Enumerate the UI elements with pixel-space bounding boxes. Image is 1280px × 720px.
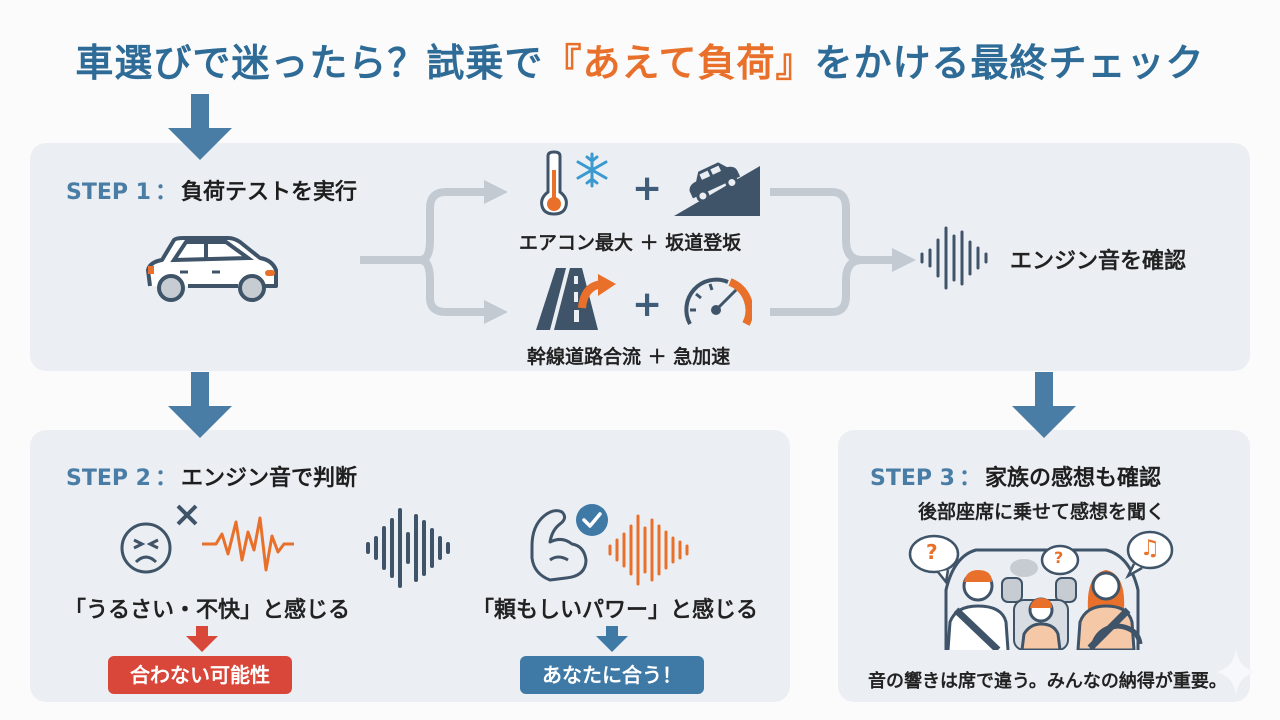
good-feeling-label: 「頼もしいパワー」と感じる <box>472 598 759 623</box>
branch-connector <box>360 180 508 324</box>
suitable-badge: あなたに合う！ <box>520 656 704 694</box>
step3-subtitle: 後部座席に乗せて感想を聞く <box>918 501 1166 523</box>
arrow-down-icon <box>1012 372 1076 438</box>
speedometer-icon <box>684 277 752 326</box>
music-note-icon: ♫ <box>1140 536 1160 561</box>
sound-wave-icon <box>920 226 988 290</box>
question-bubble-icon: ? <box>926 540 938 564</box>
powerful-sound-wave-icon <box>608 514 689 586</box>
plus-sign: + <box>632 168 663 209</box>
step3-footer: 音の響きは席で違う。みんなの納得が重要。 <box>868 671 1227 692</box>
step3-title-text: 家族の感想も確認 <box>985 466 1162 491</box>
arrow-down-icon <box>596 626 628 652</box>
step2-title-text: エンジン音で判断 <box>181 466 358 491</box>
title-suffix: をかける最終チェック <box>814 41 1205 85</box>
page-title: 車選びで迷ったら？試乗で『あえて負荷』をかける最終チェック <box>0 32 1280 87</box>
step2-title: STEP 2：エンジン音で判断 <box>66 466 358 491</box>
arrow-down-icon <box>186 626 218 652</box>
car-icon <box>146 236 278 302</box>
uphill-car-icon <box>674 162 760 216</box>
highway-merge-icon <box>536 268 616 330</box>
step3-number: STEP 3 <box>870 466 955 491</box>
arrow-down-icon <box>168 372 232 438</box>
check-engine-sound-label: エンジン音を確認 <box>1010 249 1187 274</box>
arrow-down-icon <box>168 94 232 160</box>
harsh-noise-wave-icon <box>202 516 294 572</box>
snowflake-icon <box>576 152 608 188</box>
title-prefix: 車選びで迷ったら？試乗で <box>75 41 544 85</box>
condition1-label: エアコン最大 ＋ 坂道登坂 <box>519 232 742 254</box>
not-suitable-badge: 合わない可能性 <box>108 656 292 694</box>
step1-title: STEP 1：負荷テストを実行 <box>66 180 358 205</box>
family-in-car-illustration <box>908 530 1174 650</box>
step1-title-text: 負荷テストを実行 <box>181 180 358 205</box>
question-bubble-icon: ? <box>1054 548 1064 567</box>
uncomfortable-face-icon <box>120 504 198 574</box>
condition2-label: 幹線道路合流 ＋ 急加速 <box>527 346 731 368</box>
bad-feeling-label: 「うるさい・不快」と感じる <box>64 598 351 623</box>
thermometer-icon <box>540 150 568 216</box>
step3-title: STEP 3：家族の感想も確認 <box>870 466 1162 491</box>
flexed-arm-icon <box>530 504 608 582</box>
plus-sign: + <box>632 284 663 325</box>
merge-connector <box>770 188 916 316</box>
step2-number: STEP 2 <box>66 466 151 491</box>
sound-wave-icon <box>366 508 450 588</box>
title-accent: 『あえて負荷』 <box>543 41 815 85</box>
step1-number: STEP 1 <box>66 180 151 205</box>
sparkle-icon <box>1216 648 1256 696</box>
